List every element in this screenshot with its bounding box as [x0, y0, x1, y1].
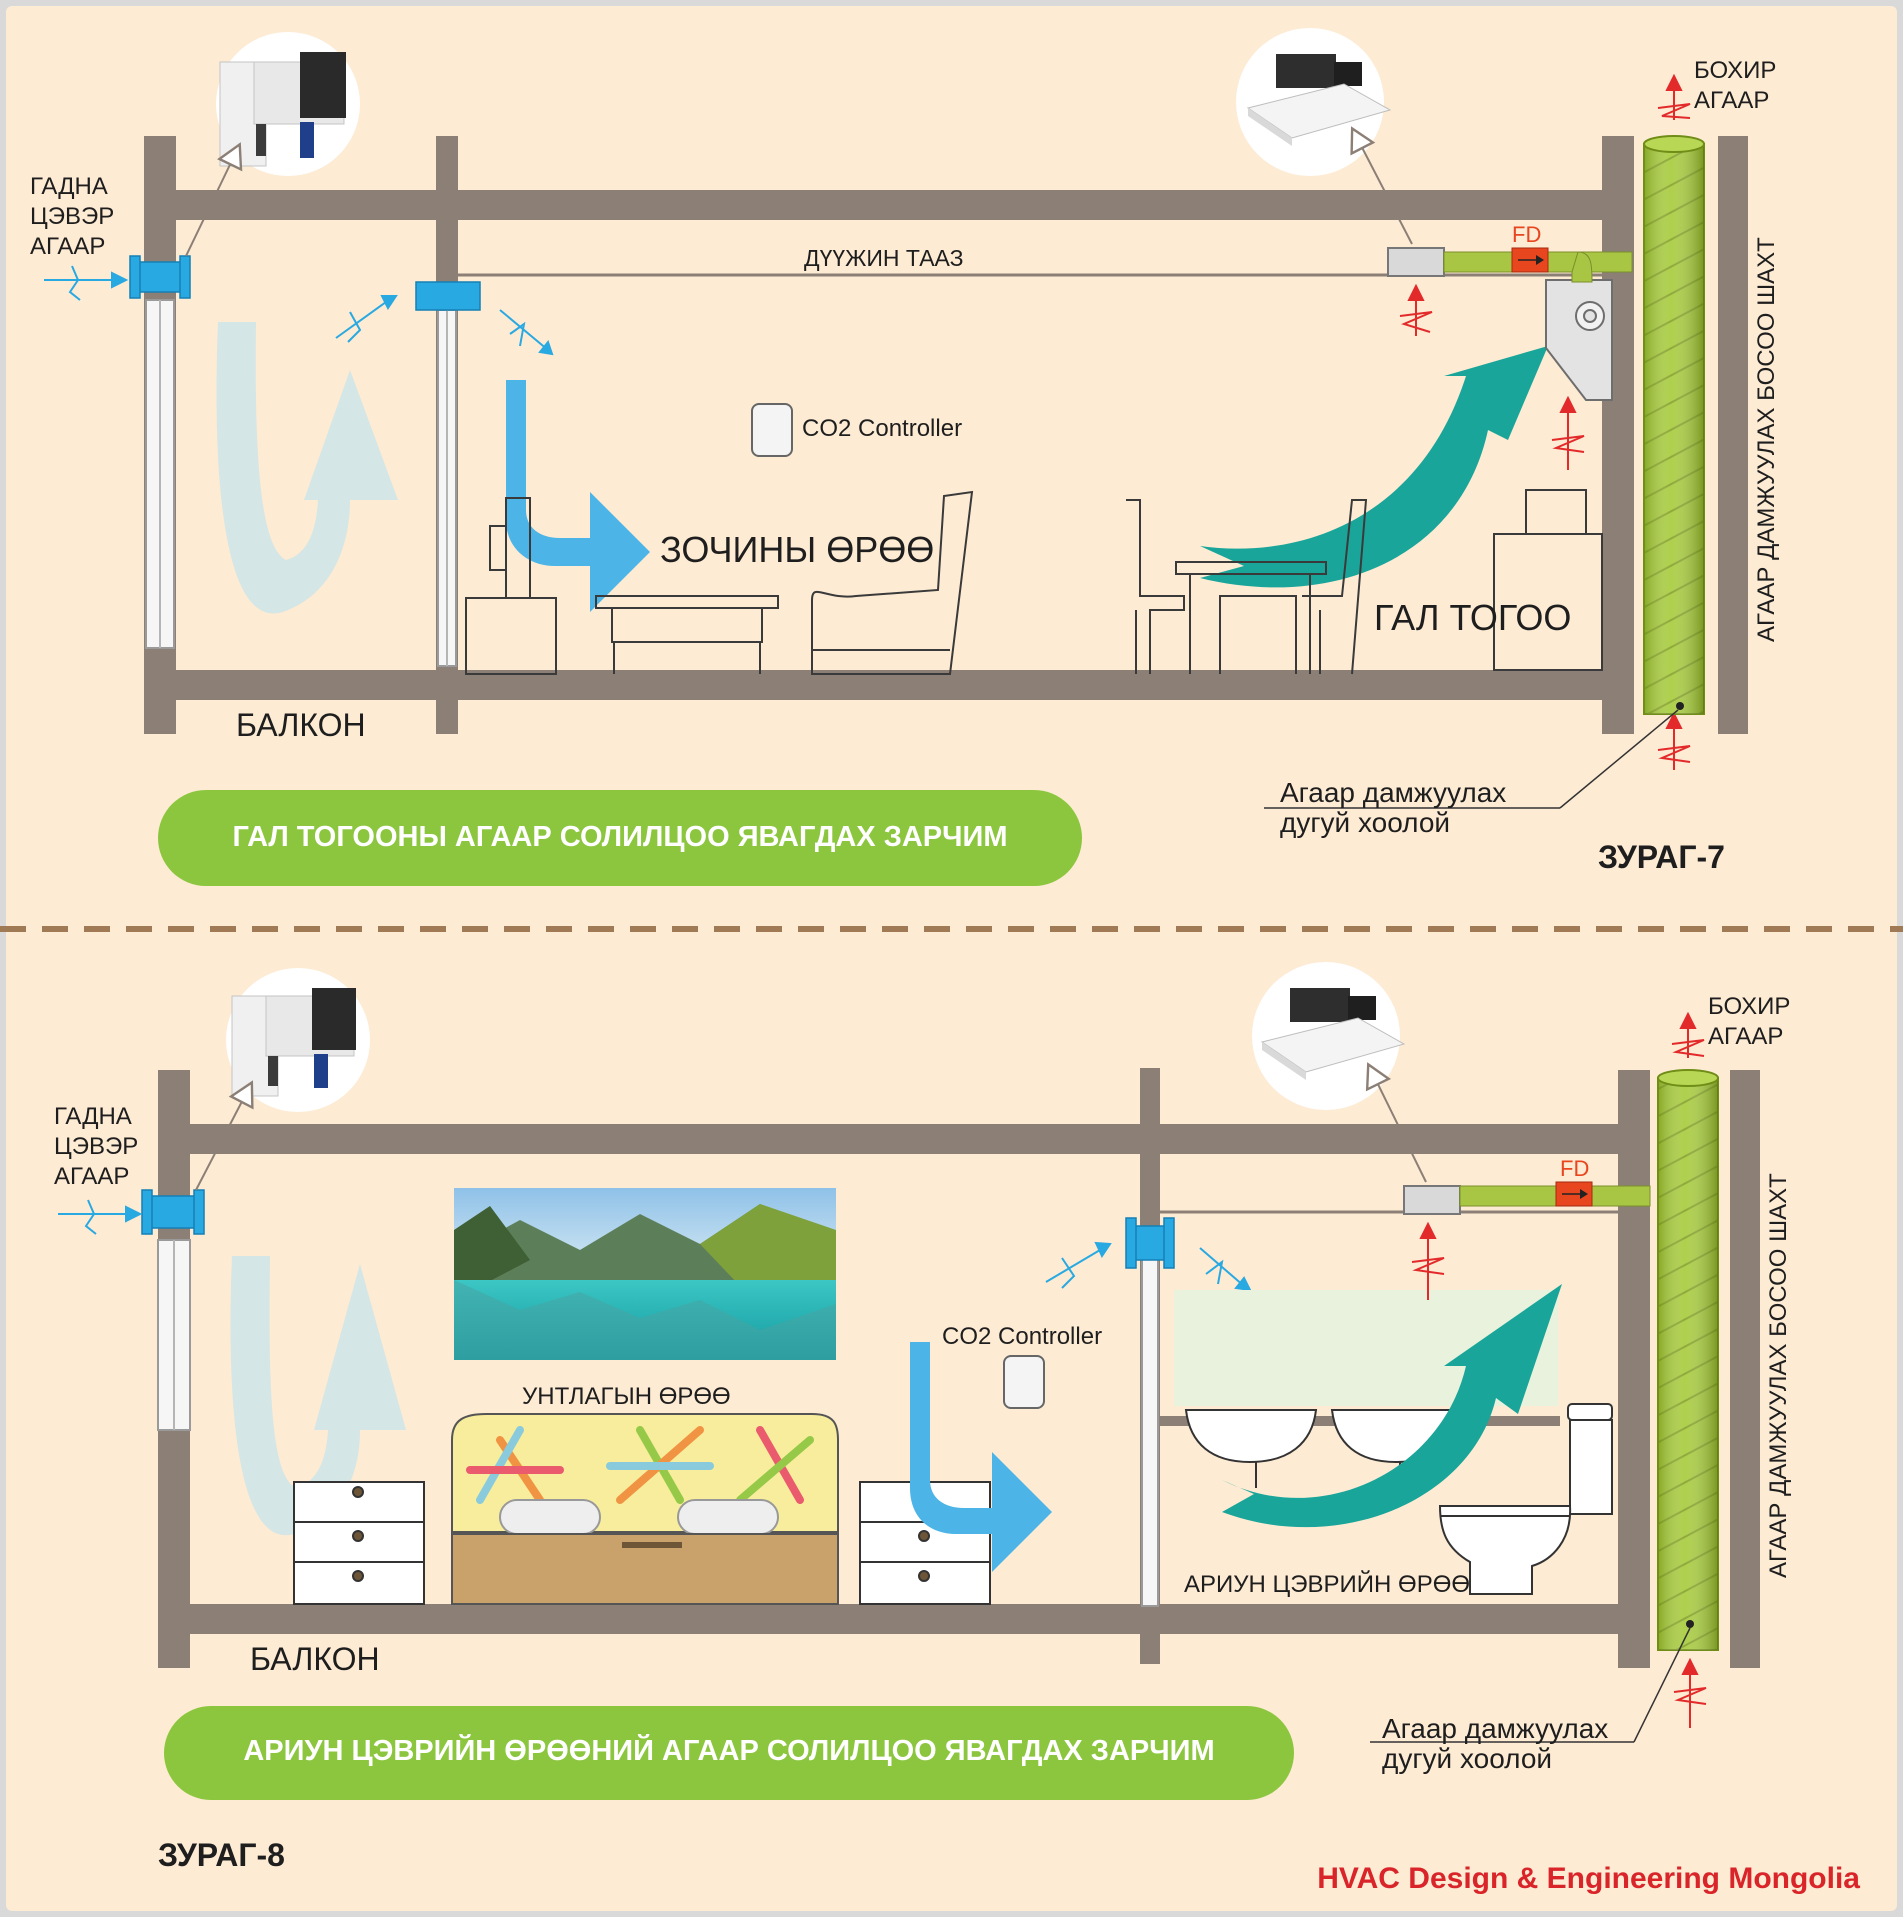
dirty-air-arrow-icon	[1399, 73, 1691, 770]
dirty-air-label: БОХИР	[1694, 57, 1776, 84]
duct-segment	[1443, 251, 1515, 273]
co2-controller-icon	[1003, 1355, 1045, 1409]
airflow-loop-arrow-icon	[216, 322, 398, 614]
dirty-air-label: БОХИР	[1708, 993, 1790, 1020]
balcony-label: БАЛКОН	[250, 1641, 380, 1677]
shaft-label: АГААР ДАМЖУУЛАХ БОСОО ШАХТ	[1753, 237, 1780, 642]
fire-damper-label: FD	[1512, 222, 1541, 247]
vertical-air-shaft	[1657, 1069, 1719, 1651]
figure7-banner	[158, 790, 1082, 886]
duct-label: дугуй хоолой	[1280, 807, 1450, 838]
recuperator-unit-icon	[415, 281, 481, 311]
nightstand	[293, 1481, 425, 1605]
figure-8: ГАДНА ЦЭВЭР АГААР БОХИР АГААР CO2 Contro…	[54, 962, 1792, 1873]
outside-air-label: ЦЭВЭР	[30, 203, 114, 230]
living-room-furniture	[465, 490, 974, 675]
duct-leader-line	[1633, 1627, 1691, 1743]
exhaust-airflow-arrow-icon	[1222, 1284, 1562, 1528]
exhaust-fan-product-photo	[1236, 28, 1392, 176]
landscape-picture	[454, 1188, 836, 1360]
recuperator-product-photo	[216, 32, 360, 176]
room-label-living: ЗОЧИНЫ ӨРӨӨ	[660, 529, 934, 570]
figure8-banner	[164, 1706, 1294, 1800]
recuperator-unit-icon	[129, 255, 191, 299]
duct-label: дугуй хоолой	[1382, 1743, 1552, 1774]
supply-airflow-arrow-icon	[506, 380, 650, 612]
vertical-air-shaft	[1643, 135, 1705, 715]
outside-air-arrow-icon	[44, 265, 554, 356]
duct-segment	[1589, 1185, 1651, 1207]
figure7-banner-text: ГАЛ ТОГООНЫ АГААР СОЛИЛЦОО ЯВАГДАХ ЗАРЧИ…	[232, 821, 1007, 853]
co2-controller-label: CO2 Controller	[802, 415, 962, 442]
callout-line	[195, 1086, 250, 1191]
toilet-icon	[1438, 1403, 1613, 1595]
figure7-label: ЗУРАГ-7	[1598, 839, 1725, 875]
credit-text: HVAC Design & Engineering Mongolia	[1317, 1862, 1860, 1895]
figure8-banner-text: АРИУН ЦЭВРИЙН ӨРӨӨНИЙ АГААР СОЛИЛЦОО ЯВА…	[243, 1733, 1214, 1767]
outside-air-label: ЦЭВЭР	[54, 1133, 138, 1160]
shaft-label: АГААР ДАМЖУУЛАХ БОСОО ШАХТ	[1765, 1173, 1792, 1578]
recuperator-product-photo	[226, 968, 370, 1112]
exhaust-fan-product-photo	[1252, 962, 1406, 1110]
callout-line	[1370, 1068, 1427, 1183]
room-label-bedroom: УНТЛАГЫН ӨРӨӨ	[522, 1383, 731, 1410]
exhaust-fan-box-icon	[1403, 1185, 1461, 1215]
co2-controller-label: CO2 Controller	[942, 1323, 1102, 1350]
outside-air-arrow-icon	[58, 1199, 1252, 1292]
exhaust-airflow-arrow-icon	[1200, 346, 1548, 588]
room-label-bathroom: АРИУН ЦЭВРИЙН ӨРӨӨ	[1184, 1570, 1470, 1598]
balcony-label: БАЛКОН	[236, 707, 366, 743]
co2-controller-icon	[751, 403, 793, 457]
duct-label: Агаар дамжуулах	[1382, 1713, 1608, 1744]
duct-segment	[1459, 1185, 1557, 1207]
window-frame	[1141, 1255, 1159, 1607]
figure8-label: ЗУРАГ-8	[158, 1837, 285, 1873]
callout-line	[185, 148, 238, 257]
outside-air-label: ГАДНА	[30, 173, 108, 200]
dirty-air-arrow-icon	[1411, 1011, 1707, 1728]
outside-air-label: АГААР	[30, 233, 105, 260]
recuperator-unit-icon	[141, 1189, 205, 1235]
dirty-air-label: АГААР	[1708, 1023, 1783, 1050]
room-label-kitchen: ГАЛ ТОГОО	[1374, 597, 1571, 638]
airflow-loop-arrow-icon	[230, 1256, 406, 1536]
fire-damper-label: FD	[1560, 1156, 1589, 1181]
outside-air-label: АГААР	[54, 1163, 129, 1190]
duct-elbow	[1571, 251, 1593, 283]
kitchen-furniture	[1126, 489, 1603, 675]
exhaust-fan-box-icon	[1387, 247, 1445, 277]
outside-air-label: ГАДНА	[54, 1103, 132, 1130]
supply-airflow-arrow-icon	[910, 1342, 1052, 1572]
duct-leader-line	[1559, 709, 1679, 809]
ceiling-label: ДҮҮЖИН ТААЗ	[804, 245, 964, 271]
recuperator-unit-icon	[1125, 1217, 1175, 1269]
bed	[451, 1413, 839, 1605]
duct-label: Агаар дамжуулах	[1280, 777, 1506, 808]
figure-7: ГАДНА ЦЭВЭР АГААР БОХИР АГААР ДҮҮЖИН ТАА…	[30, 28, 1780, 886]
dirty-air-label: АГААР	[1694, 87, 1769, 114]
callout-line	[1354, 132, 1413, 245]
kitchen-hood-icon	[1545, 279, 1613, 401]
nightstand	[859, 1481, 991, 1605]
structure-walls	[158, 1068, 1760, 1668]
